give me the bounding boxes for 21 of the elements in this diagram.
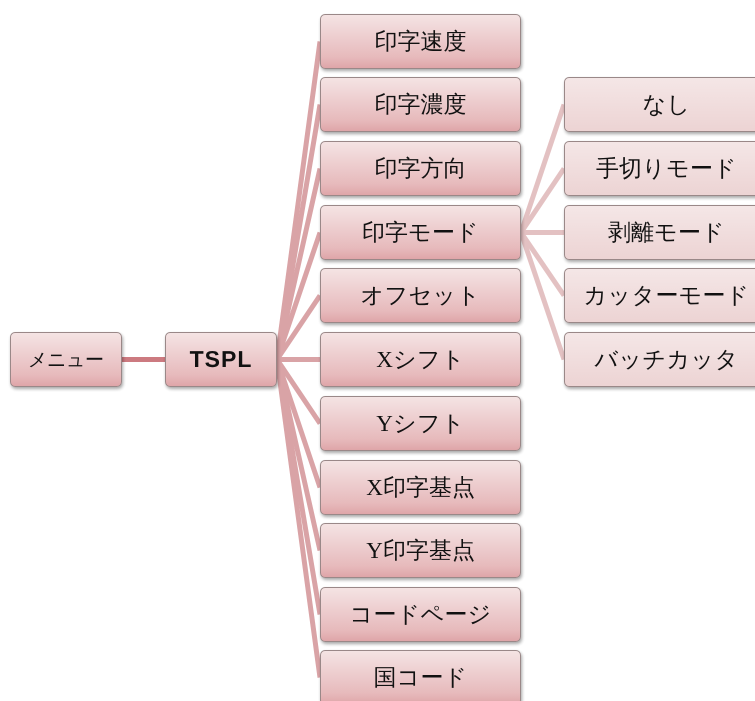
connector-line (277, 357, 320, 362)
menu-box: Yシフト (320, 396, 521, 451)
menu-box: Y印字基点 (320, 523, 521, 578)
menu-box: 剥離モード (564, 205, 755, 260)
menu-box: カッターモード (564, 268, 755, 323)
menu-box: なし (564, 77, 755, 132)
menu-box: 印字方向 (320, 141, 521, 196)
menu-box: 印字モード (320, 205, 521, 260)
menu-box: TSPL (165, 332, 277, 387)
menu-box: X印字基点 (320, 460, 521, 515)
menu-box: 国コード (320, 650, 521, 701)
menu-box: 印字濃度 (320, 77, 521, 132)
menu-box: バッチカッタ (564, 332, 755, 387)
menu-box: 印字速度 (320, 14, 521, 69)
menu-box: オフセット (320, 268, 521, 323)
menu-box: コードページ (320, 587, 521, 642)
connector-line (122, 357, 165, 362)
menu-box: メニュー (10, 332, 122, 387)
connector-line (521, 230, 564, 235)
menu-box: 手切りモード (564, 141, 755, 196)
menu-box: Xシフト (320, 332, 521, 387)
